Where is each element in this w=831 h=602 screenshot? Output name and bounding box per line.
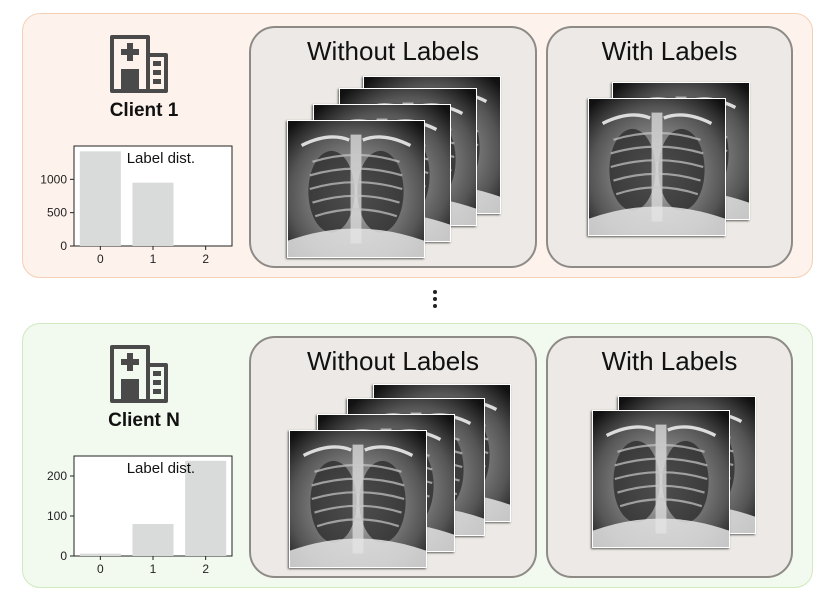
chart-title: Label dist. [127, 460, 195, 477]
label-distribution-chart-client-n: 0 1 2 0 100 200 Label dist. [47, 455, 233, 576]
x-tick-label: 2 [202, 252, 209, 266]
labeled-title: With Labels [601, 36, 738, 66]
unlabeled-title: Without Labels [307, 346, 479, 376]
unlabeled-images-box-client-1: Without Labels [249, 26, 537, 268]
x-tick-label: 1 [150, 252, 157, 266]
x-tick-label: 1 [150, 562, 157, 576]
y-tick-label: 0 [60, 549, 67, 563]
label-distribution-chart-client-1: 0 1 2 0 500 1000 Label dist. [40, 145, 233, 266]
bar-1 [132, 524, 174, 556]
xray-image [289, 430, 427, 568]
labeled-title: With Labels [601, 346, 738, 376]
xray-image [287, 120, 425, 258]
unlabeled-title: Without Labels [307, 36, 479, 66]
bar-1 [132, 182, 174, 246]
client-n-label: Client N [108, 410, 180, 431]
x-tick-label: 0 [97, 562, 104, 576]
bar-0 [79, 151, 121, 246]
hospital-icon [110, 35, 168, 93]
labeled-images-box-client-n: With Labels [546, 336, 793, 578]
bar-2 [185, 460, 227, 556]
y-tick-label: 500 [47, 206, 67, 220]
x-tick-label: 0 [97, 252, 104, 266]
client-1-label: Client 1 [109, 100, 179, 121]
hospital-icon [110, 345, 168, 403]
x-tick-label: 2 [202, 562, 209, 576]
bar-0 [79, 553, 121, 556]
xray-image [592, 410, 730, 548]
chart-title: Label dist. [127, 150, 195, 167]
y-tick-label: 0 [60, 239, 67, 253]
xray-image [588, 98, 726, 236]
y-tick-label: 1000 [40, 172, 67, 186]
y-tick-label: 100 [47, 509, 67, 523]
unlabeled-images-box-client-n: Without Labels [249, 336, 537, 578]
y-tick-label: 200 [47, 469, 67, 483]
ellipsis-indicator [430, 290, 440, 311]
labeled-images-box-client-1: With Labels [546, 26, 793, 268]
